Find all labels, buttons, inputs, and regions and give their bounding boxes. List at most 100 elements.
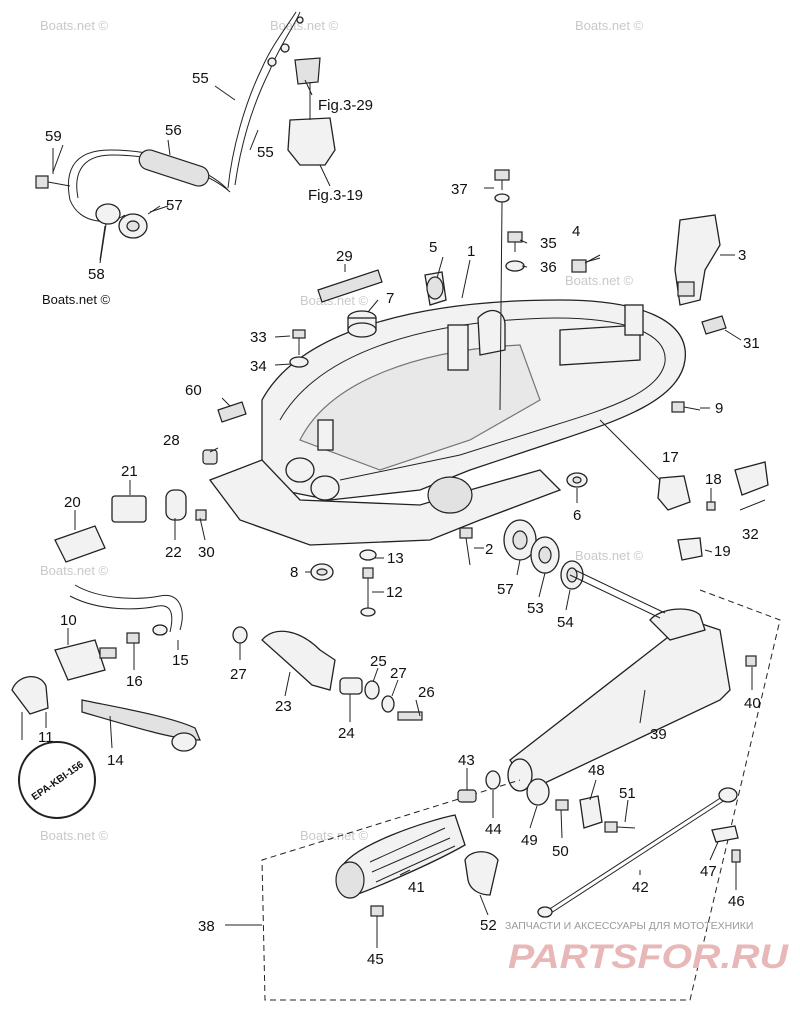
callout-8: 8 [290, 564, 298, 581]
callout-57-bottom: 57 [497, 581, 514, 598]
callout-5: 5 [429, 239, 437, 256]
rod-42 [537, 787, 738, 918]
clip-16 [126, 632, 140, 644]
grommet-22 [165, 489, 187, 521]
callout-9: 9 [715, 400, 723, 417]
callout-18: 18 [705, 471, 722, 488]
figure-ref-3-29: Fig.3-29 [318, 97, 373, 114]
grommet-5 [424, 271, 447, 306]
clip-60 [217, 401, 247, 423]
callout-20: 20 [64, 494, 81, 511]
partsfor-branding: ЗАПЧАСТИ И АКСЕССУАРЫ ДЛЯ МОТОТЕХНИКИ PA… [505, 920, 790, 976]
callout-41: 41 [408, 879, 425, 896]
bolt-43 [457, 770, 501, 803]
callout-37: 37 [451, 181, 468, 198]
figure-ref-3-19: Fig.3-19 [308, 187, 363, 204]
watermark: Boats.net © [40, 563, 109, 578]
callout-59: 59 [45, 128, 62, 145]
washer-27-left [232, 626, 248, 644]
callout-27-right: 27 [390, 665, 407, 682]
tiller-group-outline [261, 589, 781, 1001]
watermark: Boats.net © [270, 18, 339, 33]
callout-60: 60 [185, 382, 202, 399]
callout-54: 54 [557, 614, 574, 631]
bracket-32 [734, 461, 769, 496]
callout-1: 1 [467, 243, 475, 260]
callout-14: 14 [107, 752, 124, 769]
callout-17: 17 [662, 449, 679, 466]
label-29 [317, 269, 383, 303]
callout-34: 34 [250, 358, 267, 375]
watermark: Boats.net © [575, 548, 644, 563]
callout-23: 23 [275, 698, 292, 715]
clip-30 [195, 509, 207, 521]
bolt-33 [289, 329, 309, 368]
callout-47: 47 [700, 863, 717, 880]
screw-9 [671, 401, 701, 413]
callout-56: 56 [165, 122, 182, 139]
callout-57-top: 57 [166, 197, 183, 214]
callout-38: 38 [198, 918, 215, 935]
callout-51: 51 [619, 785, 636, 802]
callout-25: 25 [370, 653, 387, 670]
lever-3 [674, 214, 735, 306]
boot-21 [111, 495, 147, 523]
watermark: Boats.net © [40, 828, 109, 843]
epa-stamp: EPA-KBI-156 [18, 741, 96, 819]
bottom-cowling [208, 299, 686, 546]
grommet-8 [310, 563, 334, 581]
callout-44: 44 [485, 821, 502, 838]
callout-4: 4 [572, 223, 580, 240]
tiller-handle-39 [507, 569, 731, 792]
bracket-23 [261, 630, 336, 691]
watermark: Boats.net © [40, 18, 109, 33]
plug-7 [347, 310, 377, 338]
callout-7: 7 [386, 290, 394, 307]
washer-13 [359, 549, 377, 561]
clip-47 [711, 825, 741, 863]
solenoid-10 [54, 639, 117, 681]
callout-12: 12 [386, 584, 403, 601]
switch-17 [599, 419, 691, 511]
bolt-45 [370, 905, 384, 940]
watermark: Boats.net © [300, 293, 369, 308]
key-11 [11, 676, 49, 740]
washer-25-27 [364, 680, 395, 713]
callout-21: 21 [121, 463, 138, 480]
grommet-57 [95, 203, 169, 261]
callout-43: 43 [458, 752, 475, 769]
callout-53: 53 [527, 600, 544, 617]
callout-3: 3 [738, 247, 746, 264]
bolt-2 [459, 527, 473, 566]
bolt-12 [360, 567, 376, 617]
cable-assembly [67, 11, 336, 222]
callout-27-left: 27 [230, 666, 247, 683]
callout-2: 2 [485, 541, 493, 558]
hose-15 [69, 584, 183, 636]
friction-plate-52 [464, 851, 499, 896]
bolt-35 [494, 169, 525, 411]
callout-50: 50 [552, 843, 569, 860]
screw-40 [745, 655, 757, 667]
callout-31: 31 [743, 335, 760, 352]
branding-tagline: ЗАПЧАСТИ И АКСЕССУАРЫ ДЛЯ МОТОТЕХНИКИ [505, 920, 753, 932]
callout-13: 13 [387, 550, 404, 567]
callout-15: 15 [172, 652, 189, 669]
callout-6: 6 [573, 507, 581, 524]
callout-22: 22 [165, 544, 182, 561]
callout-24: 24 [338, 725, 355, 742]
screw-18 [706, 488, 716, 511]
bolt-26 [397, 711, 423, 721]
callout-33: 33 [250, 329, 267, 346]
callouts: 1 2 3 4 5 6 7 8 9 10 11 12 13 14 15 16 1… [38, 70, 761, 968]
callout-28: 28 [163, 432, 180, 449]
watermark: Boats.net © [565, 273, 634, 288]
branding-logo: PARTSFOR.RU [508, 938, 790, 976]
callout-30: 30 [198, 544, 215, 561]
grip-41 [335, 814, 466, 899]
leader-lines [45, 79, 766, 948]
callout-48: 48 [588, 762, 605, 779]
grommet-28 [202, 449, 218, 465]
callout-32: 32 [742, 526, 759, 543]
